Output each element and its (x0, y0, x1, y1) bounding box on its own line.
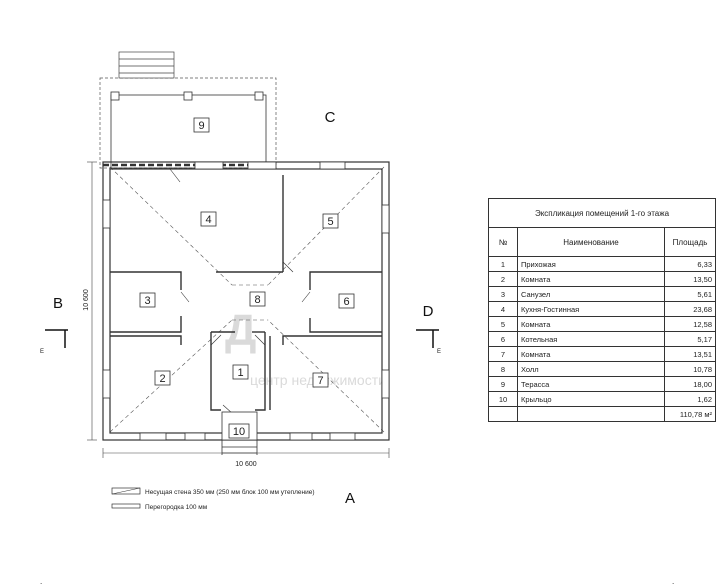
section-c-label: C (325, 109, 336, 126)
header-area: Площадь (664, 227, 716, 257)
svg-text:8: 8 (254, 294, 260, 306)
section-a-label: A (345, 490, 355, 507)
table-title: Экспликация помещений 1-го этажа (488, 198, 716, 228)
terrace (99, 51, 277, 169)
svg-text:9: 9 (198, 120, 204, 132)
room-4-label: 4 (200, 211, 217, 227)
dimension-bottom: 10 600 (235, 461, 257, 468)
room-1-label: 1 (232, 364, 249, 380)
legend-partition-text: Перегородка 100 мм (145, 504, 208, 511)
svg-text:2: 2 (159, 373, 165, 385)
room-6-label: 6 (338, 293, 355, 309)
terrace-steps (118, 51, 175, 79)
header-num: № (488, 227, 518, 257)
svg-text:3: 3 (144, 295, 150, 307)
table-total: 110,78 м² (664, 406, 716, 422)
section-b-label: B (53, 295, 63, 312)
table-total-row: 110,78 м² (488, 406, 716, 422)
dimension-left: 10 600 (83, 289, 90, 311)
section-d-sub: E (437, 349, 441, 355)
header-name: Наименование (517, 227, 665, 257)
svg-text:4: 4 (205, 214, 211, 226)
corner-mark-left: , (40, 577, 42, 584)
room-3-label: 3 (139, 292, 156, 308)
windows (102, 161, 390, 441)
room-9-label: 9 (193, 117, 210, 133)
room-5-label: 5 (322, 213, 339, 229)
svg-text:5: 5 (327, 216, 333, 228)
dimension-lines (87, 161, 390, 458)
section-b-sub: E (40, 349, 44, 355)
legend-bearing-text: Несущая стена 350 мм (250 мм блок 100 мм… (145, 488, 314, 496)
room-schedule: Экспликация помещений 1-го этажа № Наиме… (488, 198, 716, 422)
interior-walls (110, 175, 382, 411)
room-schedule-table: Экспликация помещений 1-го этажа № Наиме… (488, 198, 716, 422)
section-d-label: D (423, 303, 434, 320)
legend-partition-swatch (111, 503, 141, 509)
svg-text:7: 7 (317, 375, 323, 387)
room-8-label: 8 (249, 291, 266, 307)
corner-mark-right: , (672, 577, 674, 584)
room-10-label: 10 (228, 423, 250, 439)
watermark: Д центр недвижимости (225, 306, 386, 388)
svg-text:1: 1 (237, 367, 243, 379)
room-7-label: 7 (312, 372, 329, 388)
svg-text:6: 6 (343, 296, 349, 308)
legend: Несущая стена 350 мм (250 мм блок 100 мм… (111, 487, 314, 511)
section-d-marker (416, 329, 439, 348)
watermark-logo: Д (225, 306, 256, 355)
svg-text:10: 10 (233, 426, 245, 438)
room-labels: 1 2 3 4 5 6 7 8 9 10 (139, 117, 355, 439)
section-b-marker (45, 329, 68, 348)
room-2-label: 2 (154, 370, 171, 386)
